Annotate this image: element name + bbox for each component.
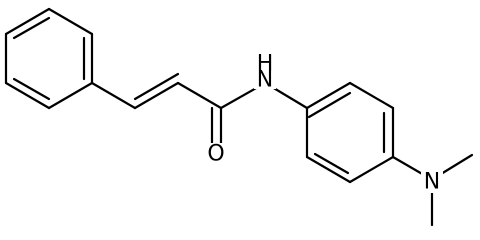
bond (348, 81, 395, 110)
bond (270, 85, 309, 110)
bond (305, 155, 352, 184)
atom-label-n2: N (424, 170, 440, 195)
bonds (4, 7, 474, 227)
atom-label-nh: H N (254, 52, 276, 93)
bond (219, 85, 260, 110)
atom-label-h: H (257, 52, 274, 77)
bond (348, 155, 395, 184)
bond (313, 152, 350, 175)
atom-label-nme2: N (421, 170, 443, 195)
bond (305, 81, 352, 110)
structural-formula: H N O N (4, 7, 474, 227)
bond (391, 155, 426, 177)
bond (47, 7, 94, 36)
bond (12, 77, 51, 101)
atom-label-o-text: O (207, 142, 224, 167)
bond (12, 16, 51, 40)
atom-label-n: N (257, 68, 273, 93)
bond (439, 153, 474, 176)
atom-label-o: O (205, 142, 227, 167)
bond (4, 7, 51, 36)
bond (307, 91, 352, 119)
bond (90, 81, 137, 110)
bond (4, 81, 51, 110)
bond (176, 81, 223, 110)
bond (133, 72, 180, 101)
bond (47, 81, 94, 110)
bond (133, 81, 180, 110)
